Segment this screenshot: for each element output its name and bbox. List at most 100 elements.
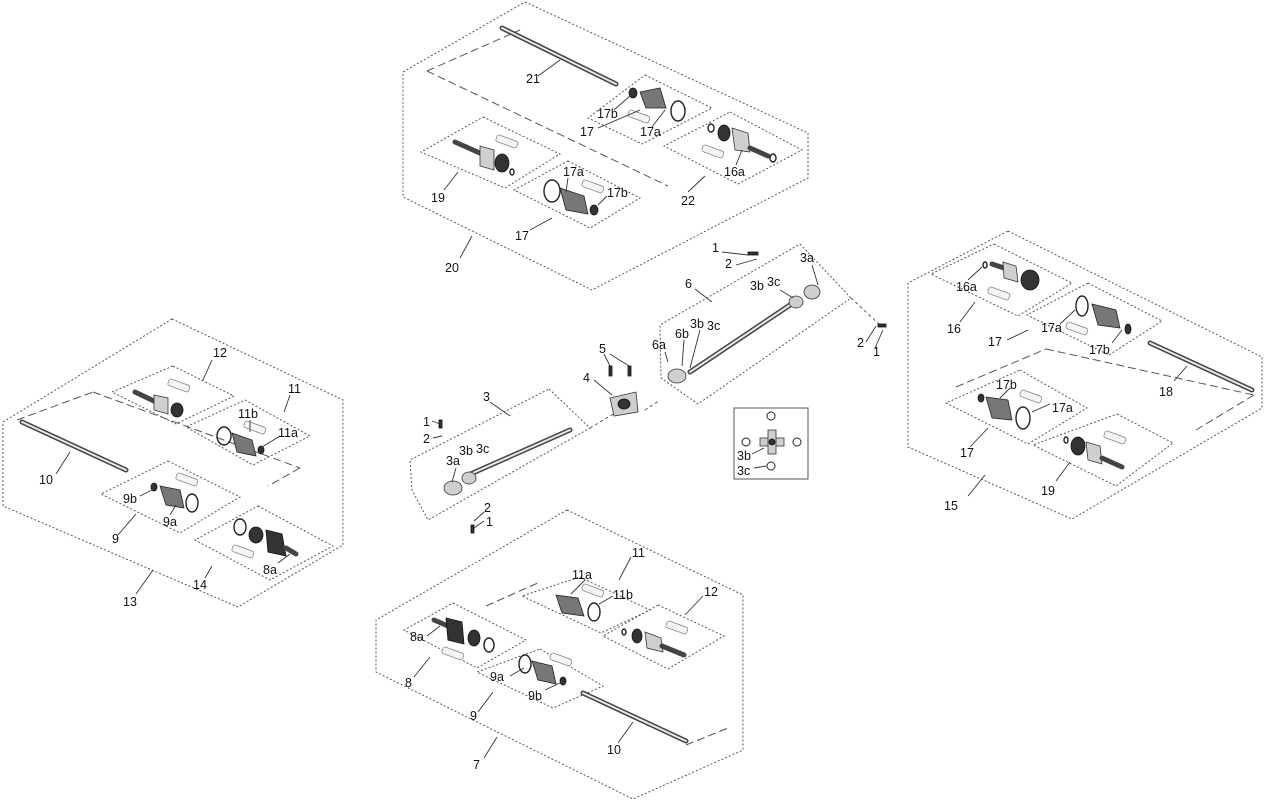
bolt-icon bbox=[438, 251, 887, 534]
cv-joint-icon bbox=[1063, 436, 1125, 470]
grease-packet-icon bbox=[987, 286, 1011, 301]
cv-boot-icon bbox=[555, 594, 601, 622]
label-3b: 3b bbox=[737, 449, 751, 463]
cv-boot-icon bbox=[977, 393, 1031, 430]
label-17a: 17a bbox=[640, 125, 661, 139]
label-3c: 3c bbox=[767, 275, 780, 289]
center-bearing-icon bbox=[609, 391, 639, 417]
label-3c: 3c bbox=[707, 319, 720, 333]
label-20: 20 bbox=[445, 261, 459, 275]
grease-packet-icon bbox=[701, 144, 725, 159]
label-3b: 3b bbox=[459, 444, 473, 458]
grease-packet-icon bbox=[581, 179, 605, 194]
propshaft-group: 1 2 3a 6 3b 3c 2 1 6a 6b 3b 3c 5 4 3 1 2… bbox=[409, 241, 887, 534]
assembly-15-outline bbox=[907, 230, 1263, 520]
label-9b: 9b bbox=[123, 492, 137, 506]
grease-packet-icon bbox=[167, 378, 191, 393]
label-10: 10 bbox=[39, 473, 53, 487]
label-11b: 11b bbox=[238, 407, 258, 421]
cv-joint-icon bbox=[982, 261, 1040, 291]
label-2: 2 bbox=[484, 501, 491, 515]
assembly-13-outline bbox=[2, 318, 344, 608]
label-19: 19 bbox=[431, 191, 445, 205]
label-11: 11 bbox=[288, 382, 301, 396]
cv-boot-icon bbox=[543, 179, 599, 216]
label-17b: 17b bbox=[607, 186, 628, 200]
kit-17-top-outline bbox=[587, 74, 714, 145]
grease-packet-icon bbox=[1019, 389, 1043, 404]
grease-packet-icon bbox=[1103, 430, 1127, 445]
kit-11-left-outline bbox=[184, 399, 312, 466]
label-15: 15 bbox=[944, 499, 958, 513]
label-9: 9 bbox=[470, 709, 477, 723]
label-2: 2 bbox=[725, 257, 732, 271]
kit-12-left-outline bbox=[110, 365, 236, 425]
cv-joint-icon bbox=[132, 389, 184, 418]
cv-joint-icon bbox=[707, 123, 777, 163]
label-7: 7 bbox=[473, 758, 480, 772]
label-1: 1 bbox=[486, 515, 493, 529]
kit-14-outline bbox=[193, 505, 335, 581]
assembly-7-outline bbox=[375, 509, 744, 800]
assembly-20-outline bbox=[402, 1, 809, 291]
label-8a: 8a bbox=[263, 563, 277, 577]
grease-packet-icon bbox=[581, 583, 605, 598]
grease-packet-icon bbox=[231, 544, 255, 559]
label-17a: 17a bbox=[563, 165, 584, 179]
label-12: 12 bbox=[704, 585, 718, 599]
kit-22-outline bbox=[662, 111, 804, 185]
label-14: 14 bbox=[193, 578, 207, 592]
assembly-20-group: 21 17b 17 17a 16a 22 19 17a 17b 17 20 bbox=[402, 1, 809, 291]
kit-3-outline bbox=[409, 388, 591, 521]
label-5: 5 bbox=[599, 342, 606, 356]
cv-joint-icon bbox=[452, 139, 515, 176]
label-3b: 3b bbox=[750, 279, 764, 293]
label-16a: 16a bbox=[724, 165, 745, 179]
label-10: 10 bbox=[607, 743, 621, 757]
cv-boot-icon bbox=[1075, 295, 1132, 335]
u-joint-yoke-icon bbox=[443, 471, 477, 496]
label-6a: 6a bbox=[652, 338, 666, 352]
grease-packet-icon bbox=[627, 109, 651, 124]
label-18: 18 bbox=[1159, 385, 1173, 399]
grease-packet-icon bbox=[549, 652, 573, 667]
assembly-13-group: 12 11 11b 11a 10 9b 9a 9 8a 13 14 bbox=[2, 318, 344, 609]
cv-boot-icon bbox=[518, 654, 567, 686]
label-19: 19 bbox=[1041, 484, 1055, 498]
grease-packet-icon bbox=[243, 420, 267, 435]
kit-17-right-top-outline bbox=[1025, 282, 1164, 356]
assembly-15-group: 16a 16 17a 17 17b 18 17b 17a 17 19 15 bbox=[907, 230, 1263, 520]
label-1: 1 bbox=[712, 241, 719, 255]
label-2: 2 bbox=[423, 432, 430, 446]
label-16a: 16a bbox=[956, 280, 977, 294]
label-3a: 3a bbox=[800, 251, 814, 265]
label-22: 22 bbox=[681, 194, 695, 208]
label-13: 13 bbox=[123, 595, 137, 609]
kit-16-outline bbox=[929, 243, 1074, 317]
label-21: 21 bbox=[526, 72, 540, 86]
cv-boot-icon bbox=[150, 482, 199, 513]
kit-9-left-outline bbox=[99, 460, 242, 534]
label-9: 9 bbox=[112, 532, 119, 546]
label-9a: 9a bbox=[490, 670, 504, 684]
label-6b: 6b bbox=[675, 327, 689, 341]
kit-19-top-outline bbox=[419, 116, 562, 189]
kit-17-right-bottom-outline bbox=[944, 369, 1088, 445]
label-8a: 8a bbox=[410, 630, 424, 644]
label-11a: 11a bbox=[278, 426, 298, 440]
label-4: 4 bbox=[583, 371, 590, 385]
kit-19-right-outline bbox=[1031, 413, 1174, 487]
kit-9-bottom-outline bbox=[475, 648, 605, 709]
label-6: 6 bbox=[685, 277, 692, 291]
label-2: 2 bbox=[857, 336, 864, 350]
label-17: 17 bbox=[988, 335, 1002, 349]
kit-17-mid-outline bbox=[512, 160, 642, 229]
u-joint-yoke-icon bbox=[667, 284, 821, 384]
cv-joint-icon bbox=[431, 617, 495, 653]
grease-packet-icon bbox=[441, 646, 465, 661]
label-11a: 11a bbox=[572, 568, 592, 582]
grease-packet-icon bbox=[665, 620, 689, 635]
label-17: 17 bbox=[960, 446, 974, 460]
kit-12-bottom-outline bbox=[601, 604, 726, 670]
